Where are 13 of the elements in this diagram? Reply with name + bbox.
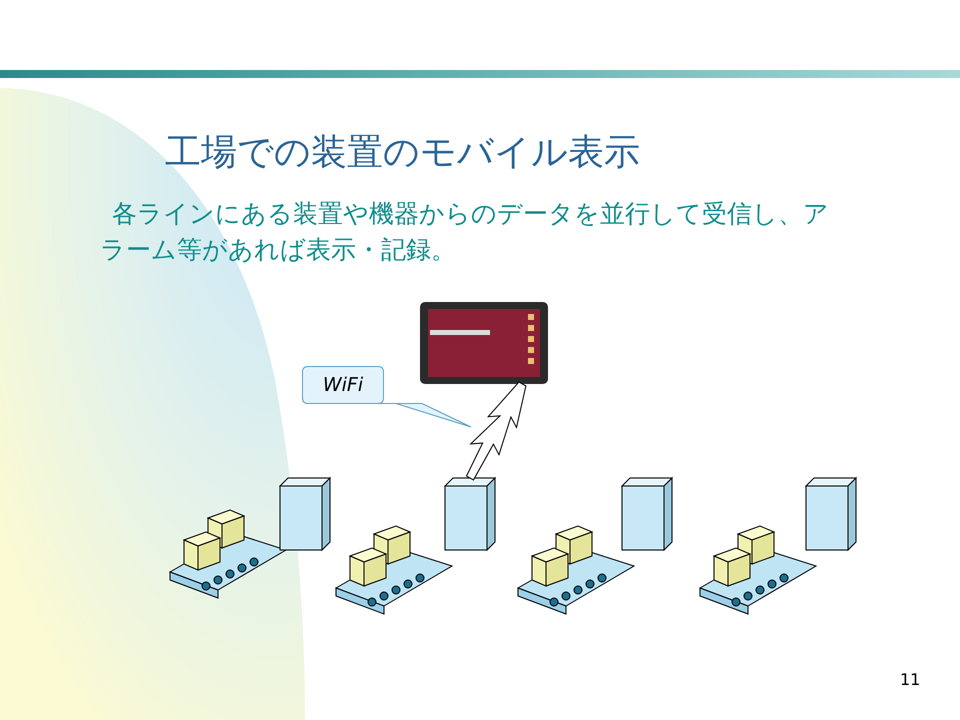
server-box xyxy=(806,478,856,550)
conveyor-drawing xyxy=(334,526,456,614)
slide-title: 工場での装置のモバイル表示 xyxy=(165,131,640,175)
conveyor-drawing xyxy=(698,526,820,614)
server-box xyxy=(622,478,672,550)
callout: WiFi xyxy=(302,366,472,428)
body-text: 各ラインにある装置や機器からのデータを並行して受信し、アラーム等があれば表示・記録。 xyxy=(100,198,830,266)
server-box xyxy=(445,478,495,550)
tablet-picture xyxy=(420,302,548,384)
conveyor-drawing xyxy=(516,526,638,614)
server-box xyxy=(280,478,330,550)
page-number: 11 xyxy=(900,670,920,689)
lightning-bolt-arrow xyxy=(466,381,526,481)
